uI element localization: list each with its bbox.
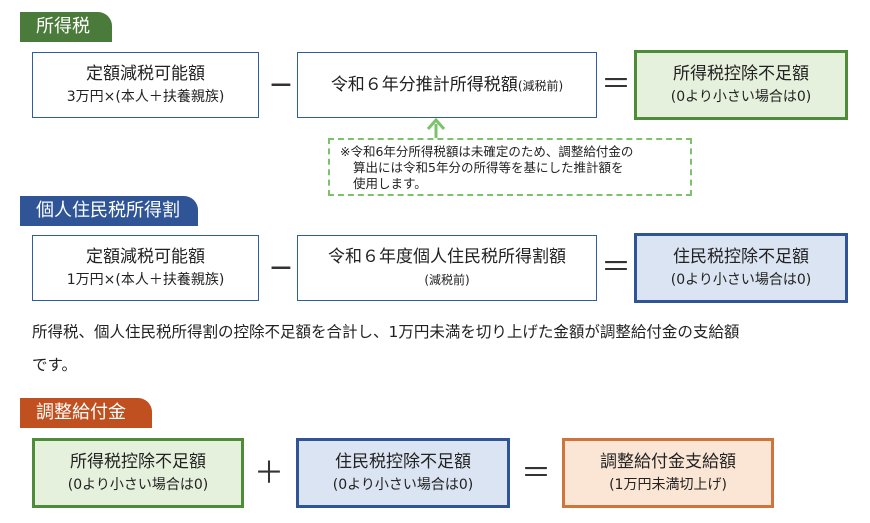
income-tax-tag: 所得税 (20, 12, 112, 42)
note-line: ※令和6年分所得税額は未確定のため、調整給付金の (340, 144, 634, 159)
box-title: 住民税控除不足額 (335, 452, 471, 472)
box-subtitle: (1万円未満切上げ) (609, 477, 727, 493)
box-subtitle: 1万円×(本人＋扶養親族) (66, 272, 225, 288)
box-title: 定額減税可能額 (86, 64, 205, 84)
adjustment-benefit-tag: 調整給付金 (20, 398, 152, 428)
income-tax-estimated-box: 令和６年分推計所得税額(減税前) (297, 52, 597, 118)
equals-operator: ＝ (601, 67, 631, 102)
estimate-note: ※令和6年分所得税額は未確定のため、調整給付金の 算出には令和5年分の所得等を基… (328, 138, 692, 196)
sum-income-tax-shortfall-box: 所得税控除不足額 (0より小さい場合は0) (32, 438, 244, 508)
box-subtitle: (0より小さい場合は0) (332, 477, 474, 493)
resident-tax-tag: 個人住民税所得割 (20, 196, 198, 226)
income-tax-shortfall-box: 所得税控除不足額 (0より小さい場合は0) (634, 50, 848, 120)
minus-operator: − (268, 250, 294, 285)
box-title: 所得税控除不足額 (673, 64, 809, 84)
plus-operator: ＋ (254, 456, 284, 491)
resident-tax-deductible-box: 定額減税可能額 1万円×(本人＋扶養親族) (32, 235, 259, 301)
box-title: 所得税控除不足額 (70, 452, 206, 472)
box-subtitle: 3万円×(本人＋扶養親族) (66, 89, 225, 105)
income-tax-deductible-box: 定額減税可能額 3万円×(本人＋扶養親族) (32, 52, 259, 118)
box-title: 住民税控除不足額 (673, 247, 809, 267)
box-subtitle: (減税前) (424, 273, 470, 287)
box-title: 定額減税可能額 (86, 247, 205, 267)
equals-operator: ＝ (521, 456, 551, 491)
explanation-line: 所得税、個人住民税所得割の控除不足額を合計し、1万円未満を切り上げた金額が調整給… (32, 323, 740, 341)
box-title: 令和６年度個人住民税所得割額 (328, 247, 566, 267)
equals-operator: ＝ (601, 250, 631, 285)
box-subtitle: (0より小さい場合は0) (670, 272, 812, 288)
box-subtitle: (0より小さい場合は0) (67, 477, 209, 493)
resident-tax-amount-box: 令和６年度個人住民税所得割額 (減税前) (297, 235, 597, 301)
box-title-suffix: (減税前) (517, 78, 564, 93)
box-title-main: 令和６年分推計所得税額 (330, 74, 518, 95)
box-subtitle: (0より小さい場合は0) (670, 89, 812, 105)
explanation-line: です。 (32, 356, 77, 374)
resident-tax-shortfall-box: 住民税控除不足額 (0より小さい場合は0) (634, 233, 848, 303)
note-line: 算出には令和5年分の所得等を基にした推計額を (353, 160, 624, 175)
sum-resident-tax-shortfall-box: 住民税控除不足額 (0より小さい場合は0) (296, 438, 510, 508)
box-title: 令和６年分推計所得税額(減税前) (331, 73, 563, 98)
adjustment-benefit-amount-box: 調整給付金支給額 (1万円未満切上げ) (562, 438, 774, 508)
minus-operator: − (268, 67, 294, 102)
note-line: 使用します。 (353, 176, 427, 191)
box-title: 調整給付金支給額 (600, 452, 736, 472)
